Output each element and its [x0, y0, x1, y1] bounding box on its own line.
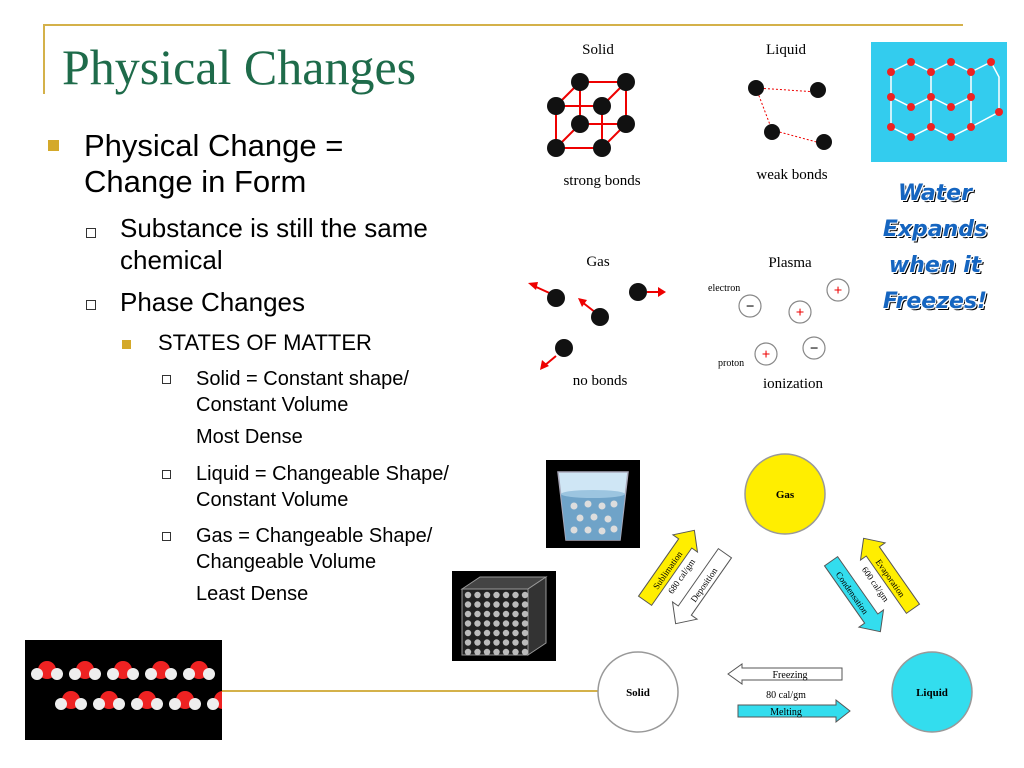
plasma-plus: + [796, 305, 805, 321]
bullet-states-of-matter: STATES OF MATTER [158, 330, 372, 355]
bullet-line: Constant Volume [196, 489, 349, 511]
bullet-marker [122, 340, 131, 349]
water-expands-callout: Water Expands when it Freezes! [872, 176, 998, 320]
sub-bullet-marker [86, 228, 96, 238]
gas-particles-icon [528, 282, 666, 370]
plasma-plus: + [762, 347, 771, 363]
ice-crystal-image [871, 42, 1007, 162]
water-molecules-image [25, 640, 222, 740]
sub-bullet-substance: Substance is still the same chemical [120, 212, 510, 276]
melting-energy-label: 80 cal/gm [766, 690, 806, 701]
states-of-matter-diagram: Solid strong bonds Liquid weak bonds Gas… [520, 26, 870, 406]
callout-line: Expands [882, 217, 988, 242]
sub-bullet-marker [86, 300, 96, 310]
sub-bullet-marker [162, 470, 171, 479]
freezing-arrow: Freezing [727, 663, 843, 685]
gas-caption: no bonds [573, 373, 628, 389]
bullet-note: Most Dense [196, 426, 303, 448]
bullet-line: Liquid = Changeable Shape/ [196, 463, 449, 485]
bullet-line: Changeable Volume [196, 551, 377, 573]
melting-label: Melting [770, 707, 802, 718]
bullet-line: Gas = Changeable Shape/ [196, 525, 433, 547]
frame-bottom-line [222, 690, 602, 692]
frame-top-line [43, 24, 963, 26]
plasma-minus: − [810, 341, 819, 357]
solid-particles [547, 73, 635, 157]
sub-bullet-marker [162, 375, 171, 384]
proton-label: proton [718, 358, 744, 369]
sub-bullet-phase-changes: Phase Changes [120, 287, 306, 317]
bullet-note: Least Dense [196, 583, 309, 605]
plasma-label: Plasma [768, 255, 812, 271]
callout-line: when it [888, 253, 982, 278]
electron-label: electron [708, 283, 740, 294]
bullet-line: Physical Change = [84, 128, 344, 163]
solid-caption: strong bonds [563, 173, 640, 189]
crystal-lattice-cube-image [452, 571, 556, 661]
callout-line: Water [898, 181, 972, 206]
solid-node-label: Solid [626, 687, 650, 699]
plasma-ions-icon [738, 278, 850, 366]
bullet-physical-change: Physical Change = Change in Form [84, 128, 504, 200]
callout-line: Freezes! [882, 289, 988, 314]
liquid-node-label: Liquid [916, 687, 948, 699]
bullet-line: Solid = Constant shape/ [196, 368, 409, 390]
gas-label: Gas [586, 254, 609, 270]
glass-of-water-image [546, 460, 640, 548]
liquid-node [891, 651, 973, 733]
plasma-minus: − [746, 299, 755, 315]
liquid-label: Liquid [766, 42, 806, 58]
liquid-caption: weak bonds [756, 167, 827, 183]
bullet-marker [48, 140, 59, 151]
bullet-gas: Gas = Changeable Shape/ Changeable Volum… [196, 523, 526, 607]
bullet-liquid: Liquid = Changeable Shape/ Constant Volu… [196, 461, 536, 513]
bullet-line: Constant Volume [196, 394, 349, 416]
slide-title: Physical Changes [62, 39, 417, 95]
bullet-line: Change in Form [84, 164, 307, 199]
freezing-label: Freezing [773, 670, 808, 681]
melting-arrow: Melting [737, 698, 851, 724]
solid-label: Solid [582, 42, 614, 58]
gas-node-label: Gas [776, 489, 795, 501]
solid-node [597, 651, 679, 733]
frame-vertical-line [43, 24, 45, 94]
bullet-line: Substance is still the same [120, 213, 428, 243]
bullet-line: chemical [120, 245, 223, 275]
sub-bullet-marker [162, 532, 171, 541]
liquid-particles-icon [748, 80, 832, 150]
plasma-plus: + [834, 283, 843, 299]
plasma-caption: ionization [763, 376, 823, 392]
phase-change-cycle-diagram: Gas Solid Liquid Sublimation 680 cal/gm … [597, 453, 973, 733]
bullet-solid: Solid = Constant shape/ Constant Volume … [196, 366, 526, 450]
gas-node [744, 453, 826, 535]
